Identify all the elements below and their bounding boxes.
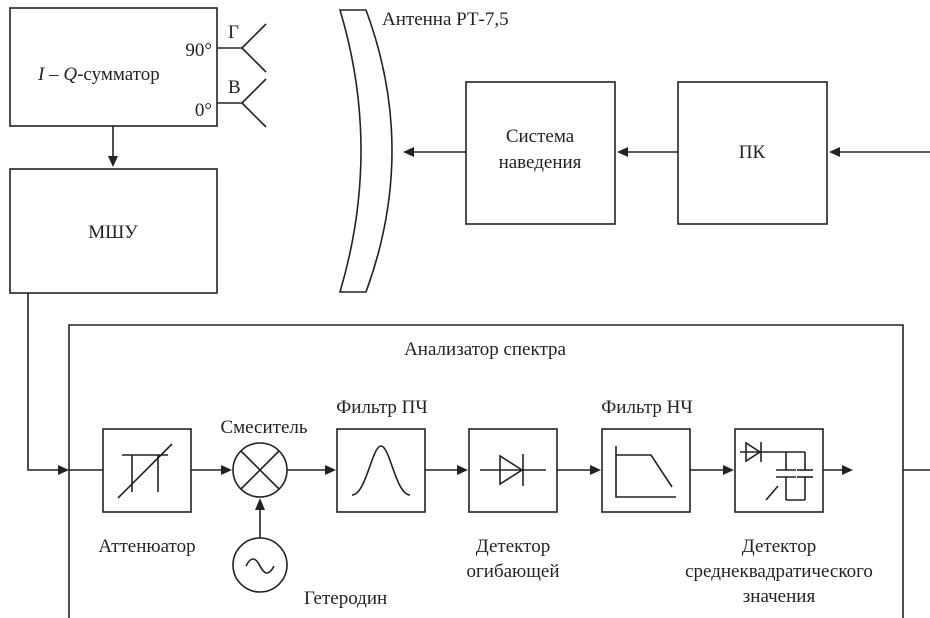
antenna-dish-icon <box>338 9 393 293</box>
mixer-icon <box>232 442 288 498</box>
lna-block: МШУ <box>9 168 218 294</box>
rms-detector-block <box>734 428 824 513</box>
dipole-v-icon <box>217 78 267 128</box>
attenuator-icon <box>117 443 173 499</box>
envelope-detector-label-2: огибающей <box>467 561 560 582</box>
rms-detector-label-1: Детектор <box>742 536 816 557</box>
oscillator-label: Гетеродин <box>304 588 387 609</box>
lpf-label: Фильтр НЧ <box>601 397 692 418</box>
lowpass-icon <box>615 446 676 498</box>
attenuator-block <box>102 428 192 513</box>
mixer-label: Смеситель <box>220 417 307 438</box>
port-0-label: 0° <box>195 100 212 121</box>
oscillator-icon <box>232 537 288 593</box>
guidance-label-2: наведения <box>499 152 582 173</box>
arrow-to-guidance <box>617 147 628 157</box>
antenna-label: Антенна РТ-7,5 <box>382 9 509 30</box>
rms-detector-label-2: среднеквадратического <box>685 561 873 582</box>
if-filter-label: Фильтр ПЧ <box>336 397 427 418</box>
arrow-to-pc <box>829 147 840 157</box>
envelope-detector-label-1: Детектор <box>476 536 550 557</box>
arrow-to-mixer <box>255 498 265 510</box>
pc-block: ПК <box>677 81 828 225</box>
if-filter-block <box>336 428 426 513</box>
lpf-block <box>601 428 691 513</box>
iq-label-rest: -сумматор <box>77 64 160 85</box>
bandpass-icon <box>351 445 411 496</box>
envelope-detector-block <box>468 428 558 513</box>
spectrum-analyzer-frame <box>68 324 904 618</box>
lna-label: МШУ <box>88 222 138 243</box>
arrow-to-analyzer <box>58 465 69 475</box>
arrow-out <box>842 465 853 475</box>
arrow-to-antenna <box>403 147 414 157</box>
diode-icon <box>480 454 546 486</box>
dipole-g-icon <box>217 23 267 73</box>
pc-label: ПК <box>739 142 766 163</box>
port-90-label: 90° <box>185 40 212 61</box>
iq-label-i: I <box>37 64 46 85</box>
ant-v-label: В <box>228 77 241 98</box>
guidance-label-1: Система <box>506 126 575 147</box>
arrow-to-lna <box>108 156 118 167</box>
svg-text:I – Q-сумматор: I – Q-сумматор <box>37 64 160 85</box>
iq-label-q: Q <box>63 64 77 85</box>
iq-label-dash: – <box>44 64 63 85</box>
rms-detector-label-3: значения <box>743 586 816 607</box>
analyzer-label: Анализатор спектра <box>404 339 566 360</box>
ant-g-label: Г <box>228 22 239 43</box>
rms-circuit-icon <box>740 441 813 501</box>
iq-summator-block: I – Q-сумматор 90° 0° Г В <box>9 7 267 128</box>
guidance-system-block: Система наведения <box>465 81 616 225</box>
attenuator-label: Аттенюатор <box>98 536 195 557</box>
